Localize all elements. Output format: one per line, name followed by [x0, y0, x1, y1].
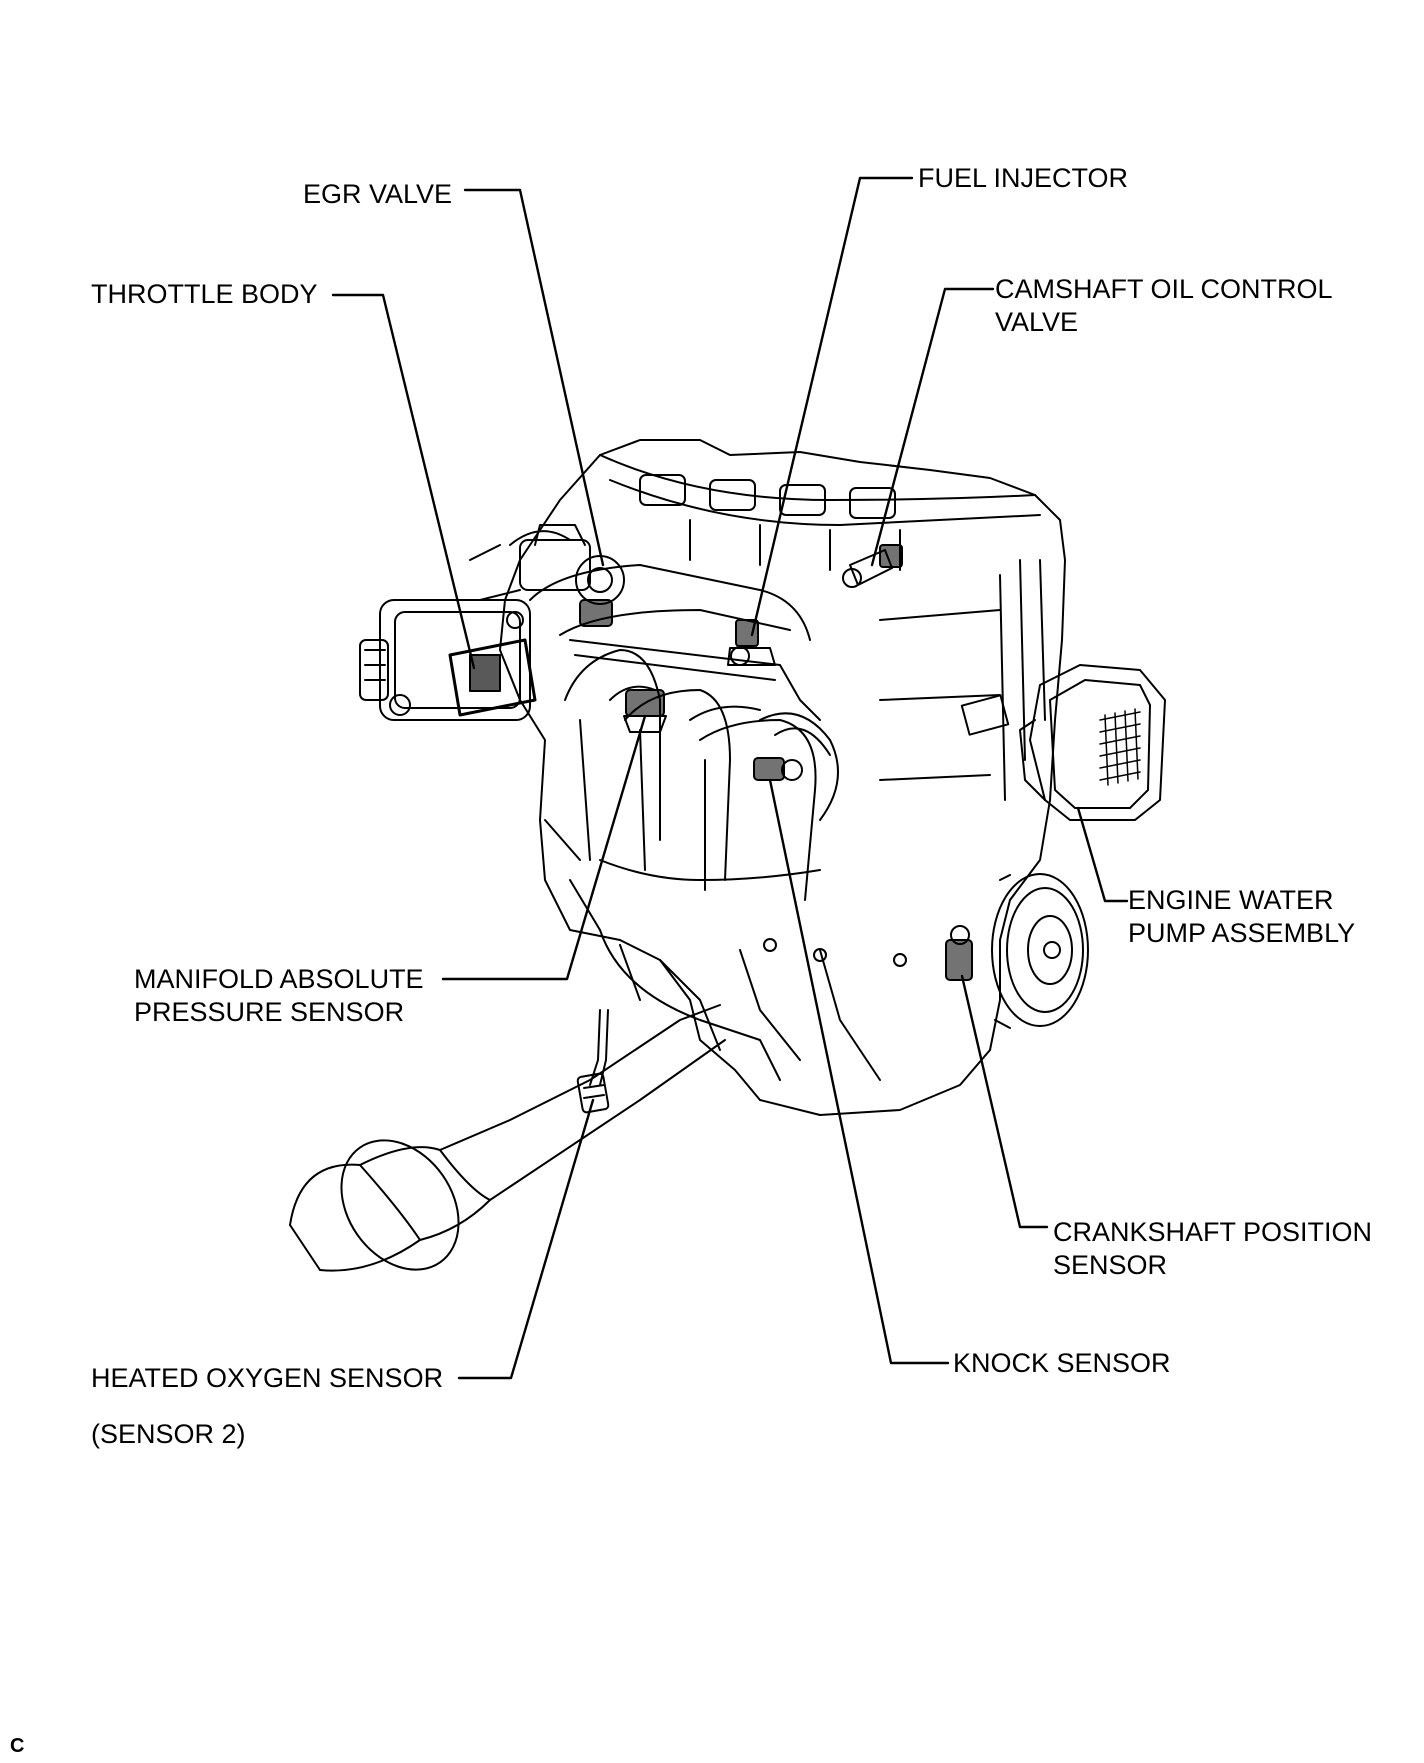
intake-manifold: [469, 530, 839, 901]
label-throttle-body: THROTTLE BODY: [91, 279, 318, 309]
water-pump-part: [1019, 664, 1166, 821]
label-camshaft-line1: CAMSHAFT OIL CONTROL: [995, 274, 1333, 304]
label-egr-valve: EGR VALVE: [303, 179, 453, 209]
oxygen-sensor-part: [576, 1009, 610, 1114]
label-heated-oxygen-sensor: HEATED OXYGEN SENSOR: [91, 1363, 444, 1393]
engine-block-outline: [499, 439, 1066, 1116]
exhaust-system: [289, 1004, 726, 1272]
map-sensor-part: [623, 689, 667, 733]
throttle-body-part: [359, 599, 537, 721]
label-water-pump-line2: PUMP ASSEMBLY: [1128, 918, 1356, 948]
label-crank-line1: CRANKSHAFT POSITION: [1053, 1217, 1373, 1247]
label-map-line1: MANIFOLD ABSOLUTE: [134, 964, 424, 994]
camshaft-ocv-part: [842, 544, 903, 588]
label-camshaft-line2: VALVE: [995, 307, 1079, 337]
label-knock-sensor: KNOCK SENSOR: [953, 1348, 1171, 1378]
label-map-line2: PRESSURE SENSOR: [134, 997, 405, 1027]
label-fuel-injector: FUEL INJECTOR: [918, 163, 1129, 193]
crank-pulley-part: [991, 873, 1089, 1029]
label-sensor-2: (SENSOR 2): [91, 1419, 246, 1449]
knock-sensor-part: [753, 757, 803, 781]
fuel-injector-part: [727, 619, 776, 666]
corner-mark: C: [10, 1735, 25, 1757]
label-crank-line2: SENSOR: [1053, 1250, 1168, 1280]
label-water-pump-line1: ENGINE WATER: [1128, 885, 1334, 915]
crank-sensor-part: [945, 925, 973, 981]
leader-lines: [331, 176, 1129, 1380]
